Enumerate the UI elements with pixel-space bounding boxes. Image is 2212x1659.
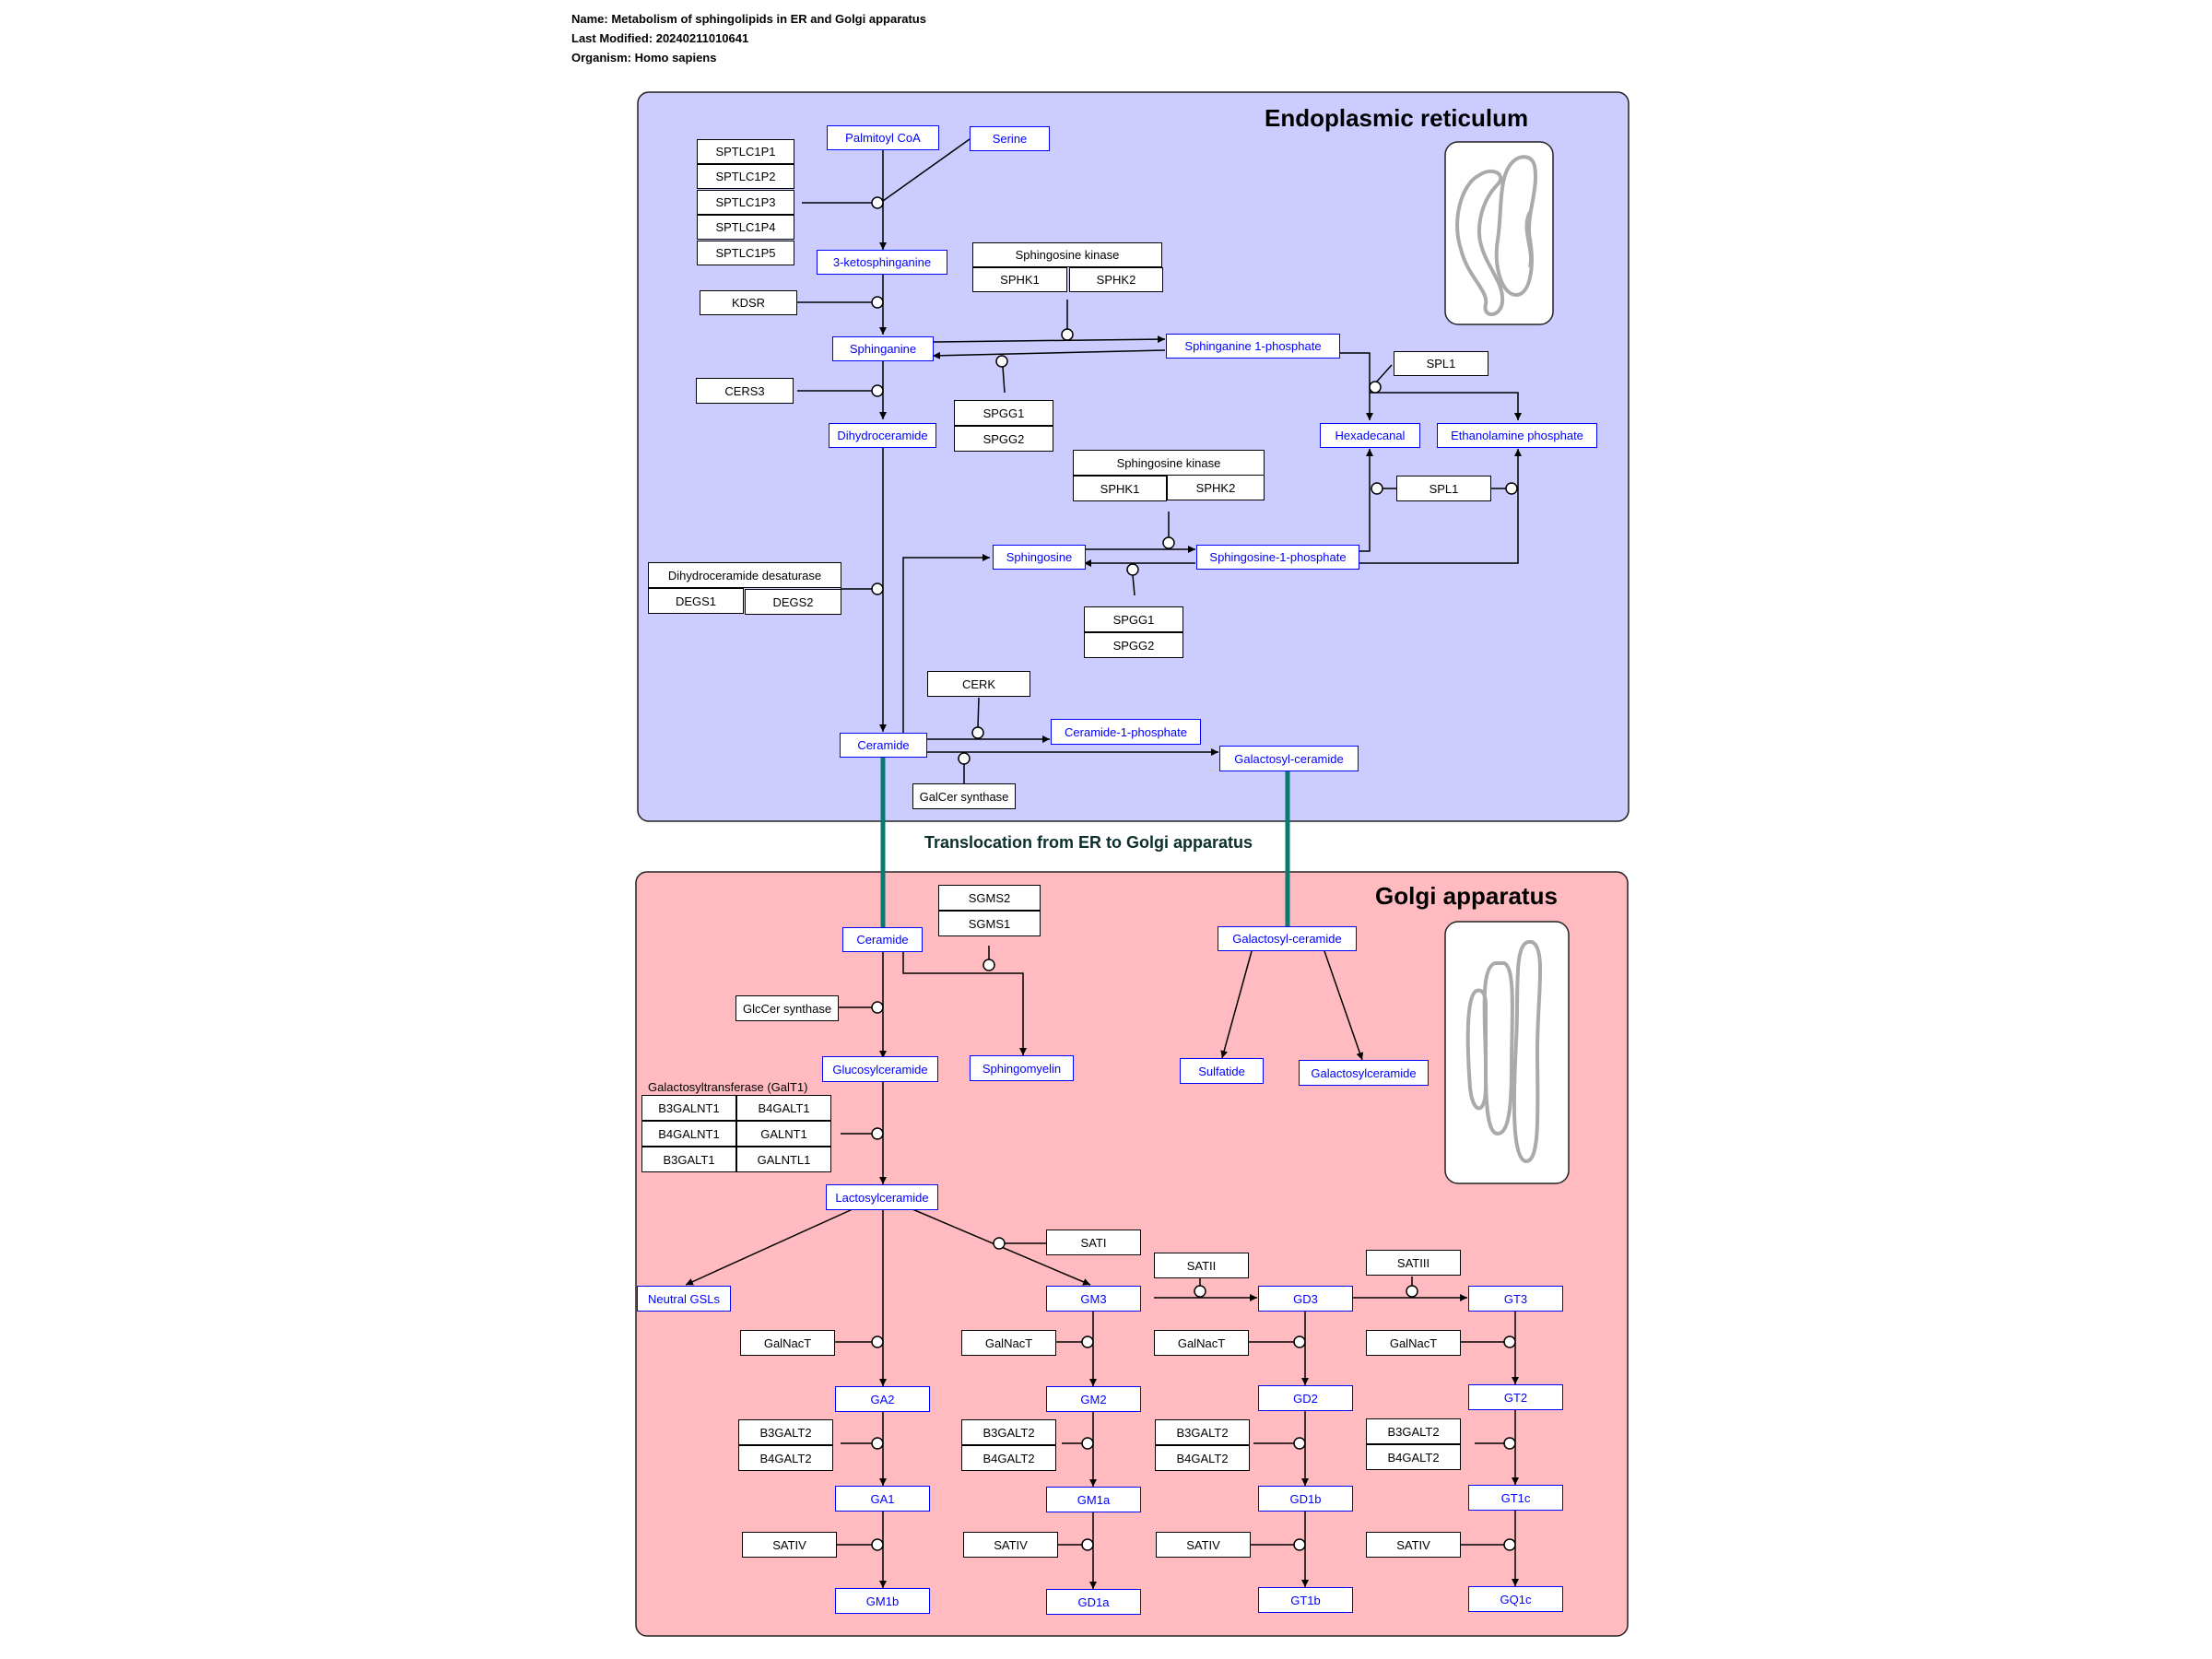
pathway-name: Name: Metabolism of sphingolipids in ER …: [571, 12, 926, 26]
metabolite-ga2[interactable]: GA2: [835, 1386, 930, 1412]
metabolite-ceramide-1-phosphate[interactable]: Ceramide-1-phosphate: [1051, 719, 1201, 745]
gene-sphk2-top[interactable]: SPHK2: [1069, 267, 1163, 292]
metabolite-sphingosine[interactable]: Sphingosine: [993, 545, 1086, 570]
gene-sativ-3[interactable]: SATIV: [1156, 1532, 1251, 1558]
er-organelle-icon: [1444, 141, 1554, 325]
group-dihydroceramide-desaturase[interactable]: Dihydroceramide desaturase: [648, 562, 841, 588]
gene-sgms1[interactable]: SGMS1: [938, 911, 1041, 936]
gene-degs1[interactable]: DEGS1: [648, 588, 744, 614]
gene-sptlc1p5[interactable]: SPTLC1P5: [697, 241, 794, 265]
gene-b4galt2-1[interactable]: B4GALT2: [738, 1445, 833, 1471]
translocation-label: Translocation from ER to Golgi apparatus: [924, 833, 1253, 852]
metabolite-gm1a[interactable]: GM1a: [1046, 1487, 1141, 1512]
metabolite-gt2[interactable]: GT2: [1468, 1384, 1563, 1410]
metabolite-gt1b[interactable]: GT1b: [1258, 1587, 1353, 1613]
metabolite-sphingosine-1-phosphate[interactable]: Sphingosine-1-phosphate: [1196, 545, 1359, 570]
metabolite-gd2[interactable]: GD2: [1258, 1385, 1353, 1411]
gene-sativ-4[interactable]: SATIV: [1366, 1532, 1461, 1558]
metabolite-sphinganine-1-phosphate[interactable]: Sphinganine 1-phosphate: [1166, 334, 1340, 359]
group-galactosyltransferase-label: Galactosyltransferase (GalT1): [648, 1080, 808, 1094]
gene-galntl1[interactable]: GALNTL1: [736, 1147, 831, 1172]
gene-b3galt1[interactable]: B3GALT1: [641, 1147, 736, 1172]
gene-b3galnt1[interactable]: B3GALNT1: [641, 1095, 736, 1121]
gene-b4galt2-2[interactable]: B4GALT2: [961, 1445, 1056, 1471]
gene-sati[interactable]: SATI: [1046, 1230, 1141, 1255]
metabolite-sulfatide[interactable]: Sulfatide: [1180, 1058, 1264, 1084]
gene-glccer-synthase[interactable]: GlcCer synthase: [735, 995, 839, 1021]
metabolite-gt3[interactable]: GT3: [1468, 1286, 1563, 1312]
group-sphingosine-kinase-mid[interactable]: Sphingosine kinase: [1073, 450, 1265, 476]
gene-spgg2-mid[interactable]: SPGG2: [1084, 632, 1183, 658]
gene-spgg1-mid[interactable]: SPGG1: [1084, 606, 1183, 632]
gene-galnact-3[interactable]: GalNacT: [1154, 1330, 1249, 1356]
gene-galnt1[interactable]: GALNT1: [736, 1121, 831, 1147]
gene-b4galt2-3[interactable]: B4GALT2: [1155, 1445, 1250, 1471]
gene-sgms2[interactable]: SGMS2: [938, 885, 1041, 911]
metabolite-gm3[interactable]: GM3: [1046, 1286, 1141, 1312]
gene-spgg2-top[interactable]: SPGG2: [954, 426, 1053, 452]
gene-b4galt1[interactable]: B4GALT1: [736, 1095, 831, 1121]
gene-spl1-top[interactable]: SPL1: [1394, 351, 1488, 376]
metabolite-gd1b[interactable]: GD1b: [1258, 1486, 1353, 1512]
metabolite-ceramide-golgi[interactable]: Ceramide: [842, 927, 923, 952]
metabolite-dihydroceramide[interactable]: Dihydroceramide: [829, 423, 936, 448]
gene-b3galt2-2[interactable]: B3GALT2: [961, 1419, 1056, 1445]
gene-sphk1-mid[interactable]: SPHK1: [1073, 476, 1167, 501]
metabolite-ceramide-er[interactable]: Ceramide: [840, 733, 927, 758]
metabolite-sphingomyelin[interactable]: Sphingomyelin: [970, 1055, 1074, 1081]
metabolite-neutral-gsls[interactable]: Neutral GSLs: [637, 1286, 731, 1312]
last-modified: Last Modified: 20240211010641: [571, 31, 749, 45]
gene-degs2[interactable]: DEGS2: [745, 589, 841, 615]
gene-galnact-2[interactable]: GalNacT: [961, 1330, 1056, 1356]
gene-sphk2-mid[interactable]: SPHK2: [1167, 475, 1265, 500]
gene-sptlc1p4[interactable]: SPTLC1P4: [697, 215, 794, 240]
metabolite-serine[interactable]: Serine: [970, 126, 1050, 151]
metabolite-glucosylceramide[interactable]: Glucosylceramide: [822, 1056, 938, 1082]
metabolite-gt1c[interactable]: GT1c: [1468, 1485, 1563, 1511]
metabolite-gq1c[interactable]: GQ1c: [1468, 1586, 1563, 1612]
metabolite-lactosylceramide[interactable]: Lactosylceramide: [826, 1184, 938, 1210]
metabolite-gd3[interactable]: GD3: [1258, 1286, 1353, 1312]
group-sphingosine-kinase-top[interactable]: Sphingosine kinase: [972, 242, 1162, 267]
gene-spgg1-top[interactable]: SPGG1: [954, 400, 1053, 426]
gene-b4galt2-4[interactable]: B4GALT2: [1366, 1444, 1461, 1470]
gene-sptlc1p2[interactable]: SPTLC1P2: [697, 164, 794, 189]
metabolite-galactosyl-ceramide-golgi[interactable]: Galactosyl-ceramide: [1218, 926, 1357, 951]
metabolite-gm2[interactable]: GM2: [1046, 1386, 1141, 1412]
gene-cers3[interactable]: CERS3: [696, 378, 794, 404]
metabolite-palmitoyl-coa[interactable]: Palmitoyl CoA: [827, 125, 939, 150]
gene-sativ-2[interactable]: SATIV: [963, 1532, 1058, 1558]
metabolite-galactosyl-ceramide-er[interactable]: Galactosyl-ceramide: [1219, 746, 1359, 771]
pathway-header: Name: Metabolism of sphingolipids in ER …: [571, 9, 926, 67]
gene-galnact-4[interactable]: GalNacT: [1366, 1330, 1461, 1356]
gene-b3galt2-1[interactable]: B3GALT2: [738, 1419, 833, 1445]
er-title: Endoplasmic reticulum: [1265, 104, 1529, 132]
gene-sativ-1[interactable]: SATIV: [742, 1532, 837, 1558]
gene-spl1-mid[interactable]: SPL1: [1396, 476, 1491, 501]
gene-b3galt2-3[interactable]: B3GALT2: [1155, 1419, 1250, 1445]
golgi-organelle-icon: [1444, 921, 1570, 1184]
metabolite-galactosylceramide[interactable]: Galactosylceramide: [1299, 1060, 1429, 1086]
metabolite-hexadecanal[interactable]: Hexadecanal: [1320, 423, 1420, 448]
gene-sptlc1p1[interactable]: SPTLC1P1: [697, 139, 794, 164]
metabolite-gd1a[interactable]: GD1a: [1046, 1589, 1141, 1615]
gene-satii[interactable]: SATII: [1154, 1253, 1249, 1278]
gene-cerk[interactable]: CERK: [927, 671, 1030, 697]
gene-satiii[interactable]: SATIII: [1366, 1250, 1461, 1276]
metabolite-gm1b[interactable]: GM1b: [835, 1588, 930, 1614]
gene-galcer-synthase[interactable]: GalCer synthase: [912, 783, 1016, 809]
metabolite-sphinganine[interactable]: Sphinganine: [832, 336, 934, 361]
metabolite-3-ketosphinganine[interactable]: 3-ketosphinganine: [817, 250, 947, 275]
gene-sptlc1p3[interactable]: SPTLC1P3: [697, 190, 794, 215]
gene-b3galt2-4[interactable]: B3GALT2: [1366, 1418, 1461, 1444]
organism: Organism: Homo sapiens: [571, 51, 717, 65]
metabolite-ga1[interactable]: GA1: [835, 1486, 930, 1512]
gene-sphk1-top[interactable]: SPHK1: [972, 267, 1067, 292]
gene-galnact-1[interactable]: GalNacT: [740, 1330, 835, 1356]
gene-b4galnt1[interactable]: B4GALNT1: [641, 1121, 736, 1147]
metabolite-ethanolamine-phosphate[interactable]: Ethanolamine phosphate: [1437, 423, 1597, 448]
gene-kdsr[interactable]: KDSR: [700, 290, 797, 315]
golgi-title: Golgi apparatus: [1375, 882, 1558, 910]
